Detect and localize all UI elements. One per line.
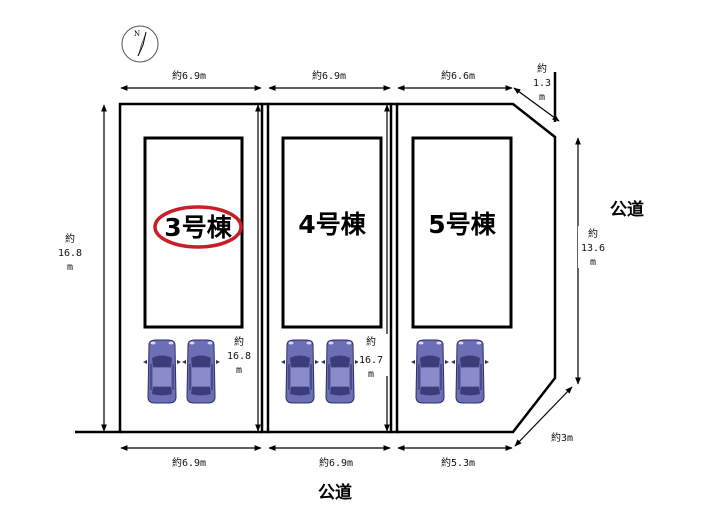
dim-inner-depth-1: 約 16.8 m [224, 334, 254, 376]
svg-text:約: 約 [65, 232, 75, 245]
dimension-lines [101, 85, 581, 451]
svg-text:1.3: 1.3 [533, 78, 551, 89]
dim-top-1: 約6.9m [172, 69, 206, 82]
dim-corner-top: 約 1.3 m [533, 62, 551, 103]
north-label: N [134, 30, 140, 38]
svg-text:16.7: 16.7 [359, 355, 383, 366]
svg-text:約: 約 [65, 232, 75, 245]
svg-text:16.8: 16.8 [58, 248, 82, 259]
north-arrow-icon: N [121, 25, 159, 63]
svg-text:m: m [368, 369, 374, 380]
dim-top-3: 約6.6m [441, 69, 475, 82]
building-3 [143, 136, 244, 329]
building-5 [411, 136, 513, 329]
car-icon [280, 339, 320, 404]
svg-text:m: m [236, 365, 242, 376]
dim-bottom-1: 約6.9m [172, 456, 206, 469]
svg-text:16.8: 16.8 [227, 351, 251, 362]
car-icon [450, 339, 490, 404]
car-icon [181, 339, 221, 404]
car-icon [410, 339, 450, 404]
dim-inner-depth-2: 約 16.7 m [358, 334, 388, 380]
car-icon [142, 339, 182, 404]
dim-bottom-2: 約6.9m [319, 456, 353, 469]
svg-text:m: m [590, 257, 596, 268]
building-4 [281, 136, 383, 329]
house-label-3: 3号棟 [164, 213, 232, 242]
dim-right-depth: 約 13.6 m [578, 226, 610, 268]
svg-text:m: m [539, 92, 545, 103]
svg-text:約: 約 [588, 227, 598, 240]
dim-top-2: 約6.9m [312, 69, 346, 82]
svg-text:約: 約 [234, 335, 244, 348]
lot-boundaries [75, 72, 557, 434]
dim-bottom-3: 約5.3m [441, 456, 475, 469]
svg-text:約: 約 [366, 335, 376, 348]
highlight-circle [153, 205, 243, 249]
dim-corner-bottom: 約3m [551, 431, 573, 444]
road-label-right: 公道 [610, 199, 644, 220]
parking-cars [142, 339, 490, 404]
car-icon [320, 339, 360, 404]
dim-left-depth: 約 約 16.8 m [58, 229, 82, 273]
road-label-bottom: 公道 [318, 482, 352, 503]
house-label-4: 4号棟 [298, 210, 366, 239]
svg-text:13.6: 13.6 [581, 243, 605, 254]
svg-text:約: 約 [537, 62, 547, 75]
house-label-5: 5号棟 [428, 210, 496, 239]
svg-text:m: m [67, 262, 73, 273]
